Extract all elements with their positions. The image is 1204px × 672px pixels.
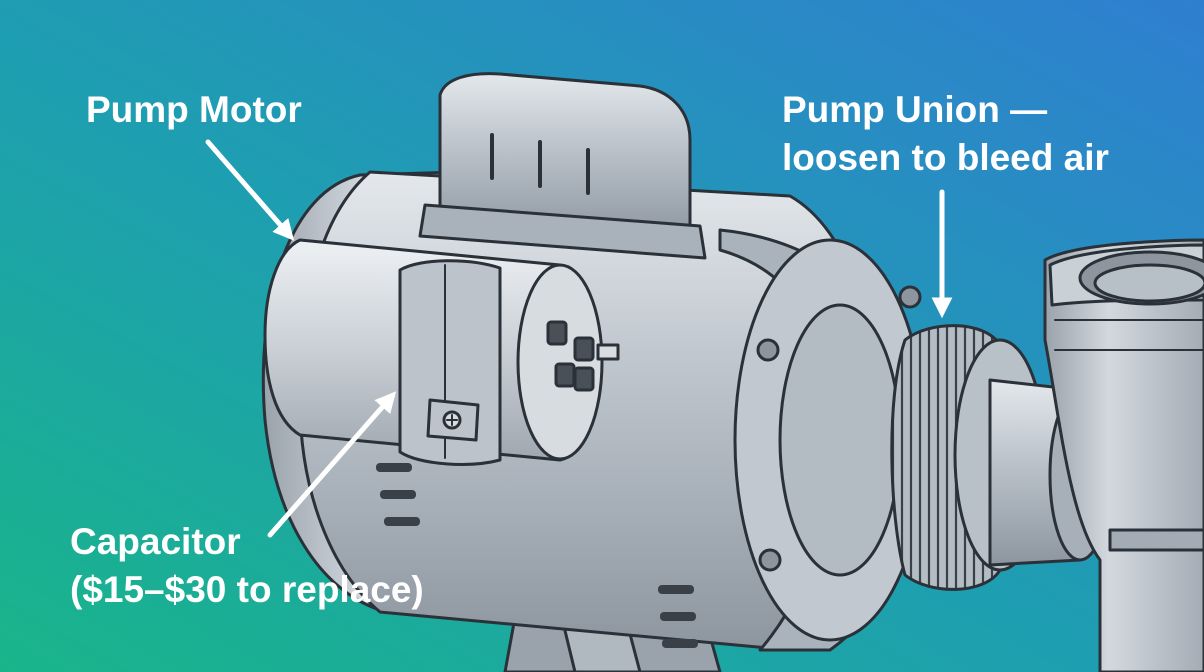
capacitor-label-line2: ($15–$30 to replace) <box>70 566 424 614</box>
capacitor-label: Capacitor ($15–$30 to replace) <box>70 518 424 614</box>
pump-union-label-line1: Pump Union — <box>782 86 1109 134</box>
pump-union-label: Pump Union — loosen to bleed air <box>782 86 1109 182</box>
capacitor-end-cap <box>518 265 602 459</box>
pump-union-label-line2: loosen to bleed air <box>782 134 1109 182</box>
pump-motor-label-text: Pump Motor <box>86 86 302 134</box>
front-face-inner <box>780 305 900 575</box>
pump-motor-label: Pump Motor <box>86 86 302 134</box>
bracket-screw-icon <box>444 412 460 428</box>
capacitor-label-line1: Capacitor <box>70 518 424 566</box>
